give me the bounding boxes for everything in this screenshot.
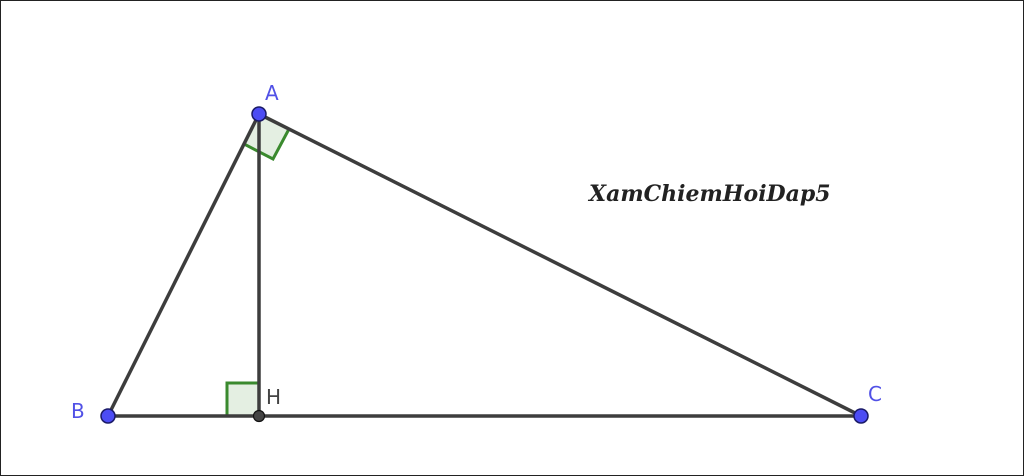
segment-ab <box>106 113 261 417</box>
label-b: B <box>71 399 85 423</box>
watermark-text: XamChiemHoiDap5 <box>587 181 831 207</box>
point-b[interactable] <box>100 408 116 424</box>
point-a[interactable] <box>251 106 267 122</box>
segment-ac <box>258 112 862 418</box>
point-c[interactable] <box>853 408 869 424</box>
label-h: H <box>266 385 281 409</box>
label-c: C <box>868 382 882 406</box>
point-h <box>252 409 266 423</box>
right-angle-mark-a <box>241 111 292 162</box>
right-angle-mark-h <box>225 381 261 418</box>
label-a: A <box>265 81 279 105</box>
